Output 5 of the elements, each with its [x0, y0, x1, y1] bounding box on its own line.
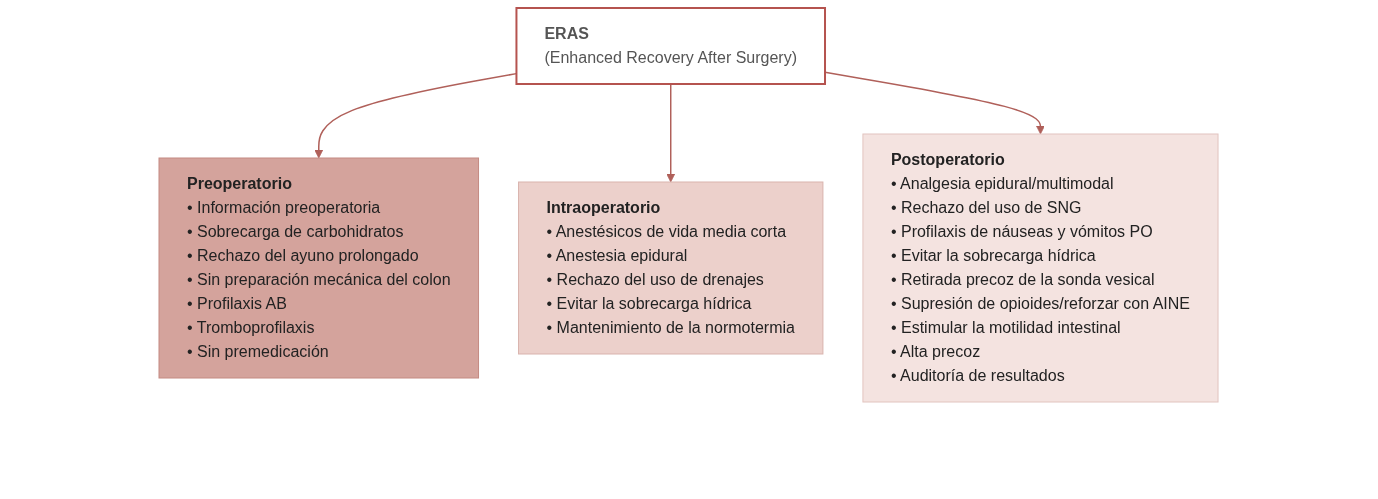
node-box: Preoperatorio • Información preoperatoria • Sobrecarga de carbohidratos • Rechazo del ayuno prolongado • Sin preparación mecánica del colon • Profilaxis AB • Tromboprofilaxis • Sin premedicación — [159, 157, 480, 379]
arrow — [666, 83, 676, 183]
node-box: ERAS (Enhanced Recovery After Surgery) — [515, 7, 827, 85]
node-box: Postoperatorio • Analgesia epidural/multimodal • Rechazo del uso de SNG • Profilaxis de náuseas y vómitos PO • Evitar la sobrecarga hídrica • Retirada precoz de la sonda vesical • Supresión de opioides/reforzar con AINE • Estimular la motilidad intestinal • Alta precoz • Auditoría de resultados — [862, 133, 1219, 403]
node-box: Intraoperatorio • Anestésicos de vida media corta • Anestesia epidural • Rechazo del uso de drenajes • Evitar la sobrecarga hídrica • Mantenimiento de la normotermia — [518, 181, 824, 355]
